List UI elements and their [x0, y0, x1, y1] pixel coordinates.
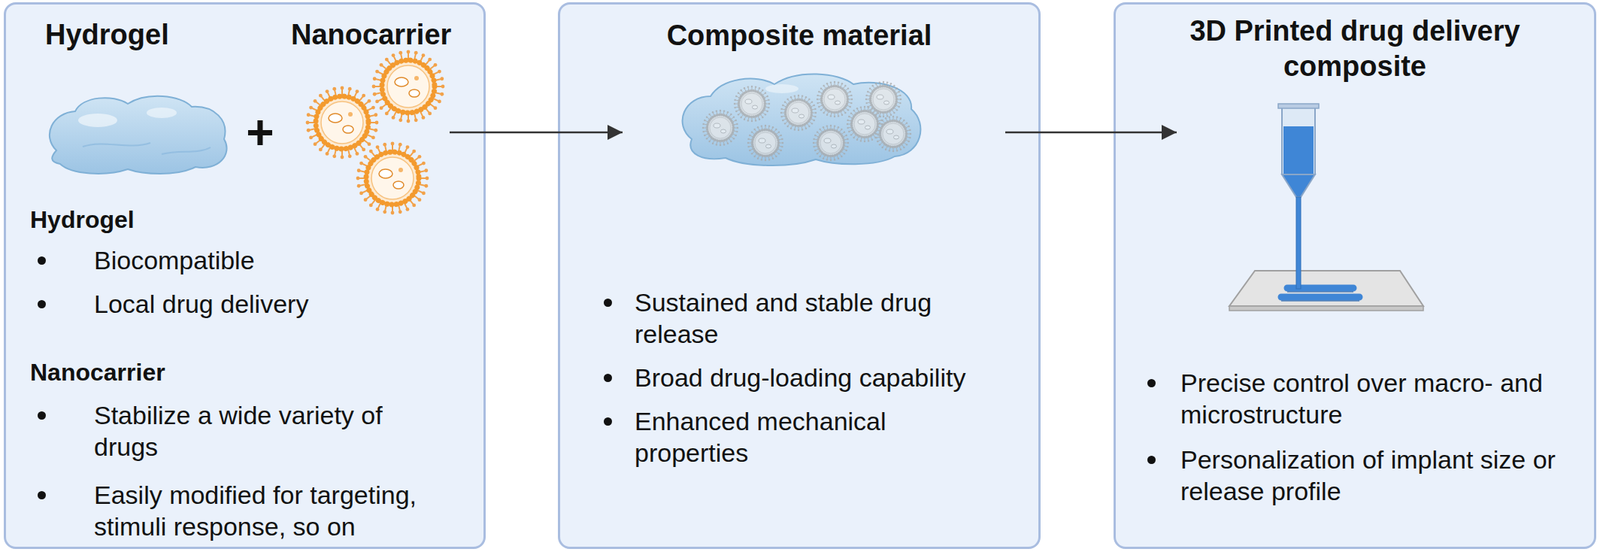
bullet-text: Biocompatible — [93, 244, 455, 276]
panel-heading: Nanocarrier — [290, 17, 452, 53]
plus-sign: + — [245, 108, 274, 157]
panel-heading: Composite material — [560, 18, 1039, 54]
section-heading: Hydrogel — [30, 204, 135, 235]
bullet-text: Easily modified for targeting, stimuli r… — [93, 478, 433, 543]
panel-heading: 3D Printed drug delivery composite — [1151, 13, 1558, 85]
bullet-text: Stabilize a wide variety of drugs — [93, 399, 425, 463]
flow-arrow — [1005, 131, 1177, 134]
bullet-text: Sustained and stable drug release — [634, 286, 985, 350]
panel-heading: Hydrogel — [45, 17, 170, 53]
bullet-text: Personalization of implant size or relea… — [1180, 443, 1579, 507]
bullet-text: Broad drug-loading capability — [634, 361, 985, 394]
printer-illustration — [1229, 103, 1424, 311]
bullet-text: Precise control over macro- and microstr… — [1180, 366, 1579, 431]
bullet-text: Local drug delivery — [93, 287, 455, 320]
nanocarrier-illustration — [306, 50, 446, 216]
flow-arrow — [449, 131, 623, 134]
hydrogel-illustration — [49, 96, 228, 174]
bullet-text: Enhanced mechanical properties — [634, 405, 985, 469]
section-heading: Nanocarrier — [30, 357, 166, 388]
composite-illustration — [682, 73, 922, 166]
